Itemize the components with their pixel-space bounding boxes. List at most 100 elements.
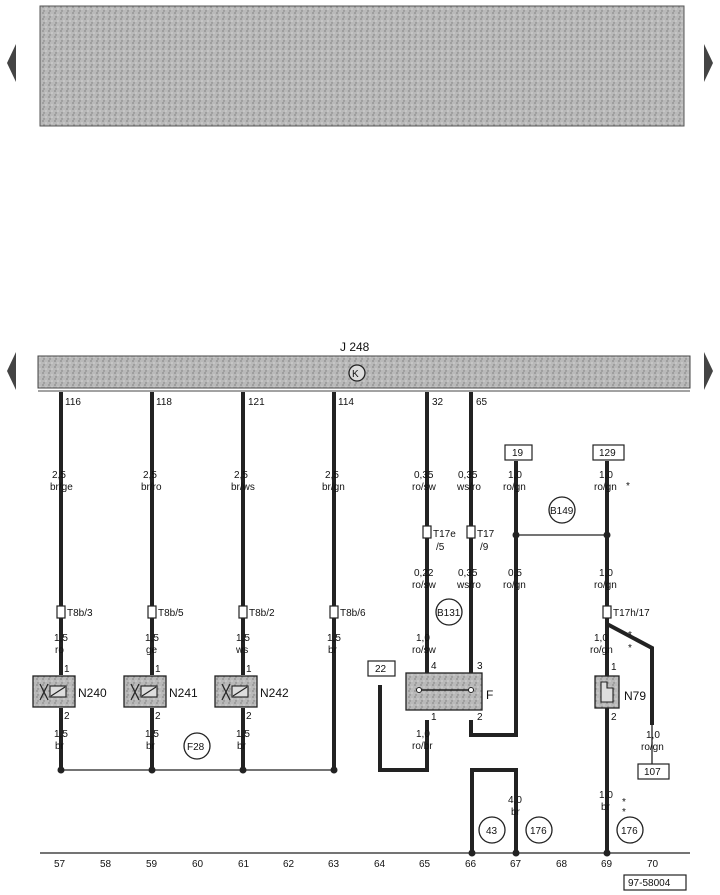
connector-label: T17: [477, 529, 495, 540]
wire-gauge: 2,5: [143, 470, 157, 481]
module-pin: 118: [156, 397, 172, 408]
wire-gauge: 2,5: [234, 470, 248, 481]
star-marker: *: [622, 797, 626, 808]
circle-marker-label: 176: [621, 826, 638, 837]
wire-color: br/gn: [322, 482, 345, 493]
wire-gauge: 2,5: [325, 470, 339, 481]
wire-gauge: 0,35: [458, 568, 478, 579]
wire-color: ro/sw: [412, 580, 437, 591]
wire-color: br: [328, 645, 338, 656]
page-arrow-left-icon[interactable]: [7, 352, 16, 390]
wire-color: ws/ro: [456, 580, 481, 591]
wire-color: br: [601, 802, 611, 813]
component-f[interactable]: [405, 672, 483, 711]
grid-number: 65: [419, 859, 431, 870]
pin-number: 2: [477, 712, 483, 723]
wire-color: ge: [146, 645, 158, 656]
wire-color: ro: [55, 645, 64, 656]
wire-color: ro/gn: [503, 580, 526, 591]
wire-gauge: 0,5: [508, 568, 522, 579]
module-pin: 116: [65, 397, 81, 408]
solenoid-valve-n241[interactable]: [123, 675, 167, 708]
pin-number: 2: [246, 711, 252, 722]
page-arrow-left-icon[interactable]: [7, 44, 16, 82]
wire-gauge: 1,5: [145, 729, 159, 740]
component-label-n241: N241: [169, 686, 198, 700]
wire-color: ro/gn: [594, 580, 617, 591]
wire-color: ro/sw: [412, 482, 437, 493]
module-symbol-circle: [348, 364, 366, 382]
circle-marker-label: B131: [437, 608, 461, 619]
wire-color: br: [237, 741, 247, 752]
junction-dots: [57, 531, 611, 857]
module-pin: 121: [248, 397, 265, 408]
wire-color: ro/gn: [594, 482, 617, 493]
connector-label: T17e: [433, 529, 456, 540]
wire-color: br/ge: [50, 482, 73, 493]
wire-color: ws: [235, 645, 248, 656]
grid-number: 59: [146, 859, 158, 870]
wire-gauge: 0,35: [414, 470, 434, 481]
figure-code-box: [623, 874, 687, 891]
component-n79[interactable]: [594, 675, 620, 709]
wire-gauge: 1,5: [54, 633, 68, 644]
wire-color: br/ro: [141, 482, 162, 493]
connector-label: T8b/6: [340, 608, 366, 619]
circle-marker-label: F28: [187, 742, 205, 753]
page-arrow-right-icon[interactable]: [704, 352, 713, 390]
connector-label: T8b/5: [158, 608, 184, 619]
wire-gauge: 1,0: [599, 790, 613, 801]
module-pin: 114: [338, 397, 354, 408]
connector-label: T17h/17: [613, 608, 650, 619]
grid-number: 66: [465, 859, 477, 870]
grid-number: 62: [283, 859, 295, 870]
grid-number: 57: [54, 859, 66, 870]
module-pin: 32: [432, 397, 444, 408]
pin-number: 1: [64, 664, 70, 675]
component-label-n240: N240: [78, 686, 107, 700]
wire-gauge: 1,0: [599, 470, 613, 481]
wire-gauge: 0,35: [458, 470, 478, 481]
pin-number: 1: [431, 712, 437, 723]
ref-box-107[interactable]: [637, 763, 670, 780]
wire-color: br/ws: [231, 482, 255, 493]
component-label-n79: N79: [624, 689, 646, 703]
wire-gauge: 2,5: [52, 470, 66, 481]
module-label: J 248: [340, 340, 370, 354]
connector-label: /5: [436, 542, 445, 553]
wire-gauge: 1,0: [416, 633, 430, 644]
wire-gauge: 1,0: [599, 568, 613, 579]
connector-label: T8b/3: [67, 608, 93, 619]
star-marker: *: [628, 643, 632, 654]
circle-markers: [183, 496, 644, 844]
wire-color: ro/gn: [641, 742, 664, 753]
wire-color: ro/gn: [590, 645, 613, 656]
pin-number: 3: [477, 661, 483, 672]
wire-gauge: 4,0: [508, 795, 522, 806]
star-marker: *: [628, 630, 632, 641]
pin-number: 1: [155, 664, 161, 675]
ref-box-22[interactable]: [367, 660, 396, 677]
ref-box-19-label: 19: [512, 448, 524, 459]
pin-number: 1: [611, 662, 617, 673]
wires: [40, 392, 690, 854]
grid-number: 60: [192, 859, 204, 870]
circle-marker-label: 176: [530, 826, 547, 837]
wire-gauge: 1,5: [236, 729, 250, 740]
ref-box-129[interactable]: [592, 444, 625, 461]
circle-marker-label: B149: [550, 506, 574, 517]
solenoid-valve-n240[interactable]: [32, 675, 76, 708]
wire-gauge: 1,5: [236, 633, 250, 644]
top-shaded-panel: [39, 5, 685, 127]
wire-gauge: 1,0: [594, 633, 608, 644]
page-arrow-right-icon[interactable]: [704, 44, 713, 82]
ref-box-19[interactable]: [504, 444, 533, 461]
wire-color: ws/ro: [456, 482, 481, 493]
pin-number: 1: [246, 664, 252, 675]
solenoid-valve-n242[interactable]: [214, 675, 258, 708]
grid-number: 69: [601, 859, 613, 870]
module-symbol: K: [352, 369, 359, 380]
wire-gauge: 1,0: [508, 470, 522, 481]
pin-number: 2: [64, 711, 70, 722]
